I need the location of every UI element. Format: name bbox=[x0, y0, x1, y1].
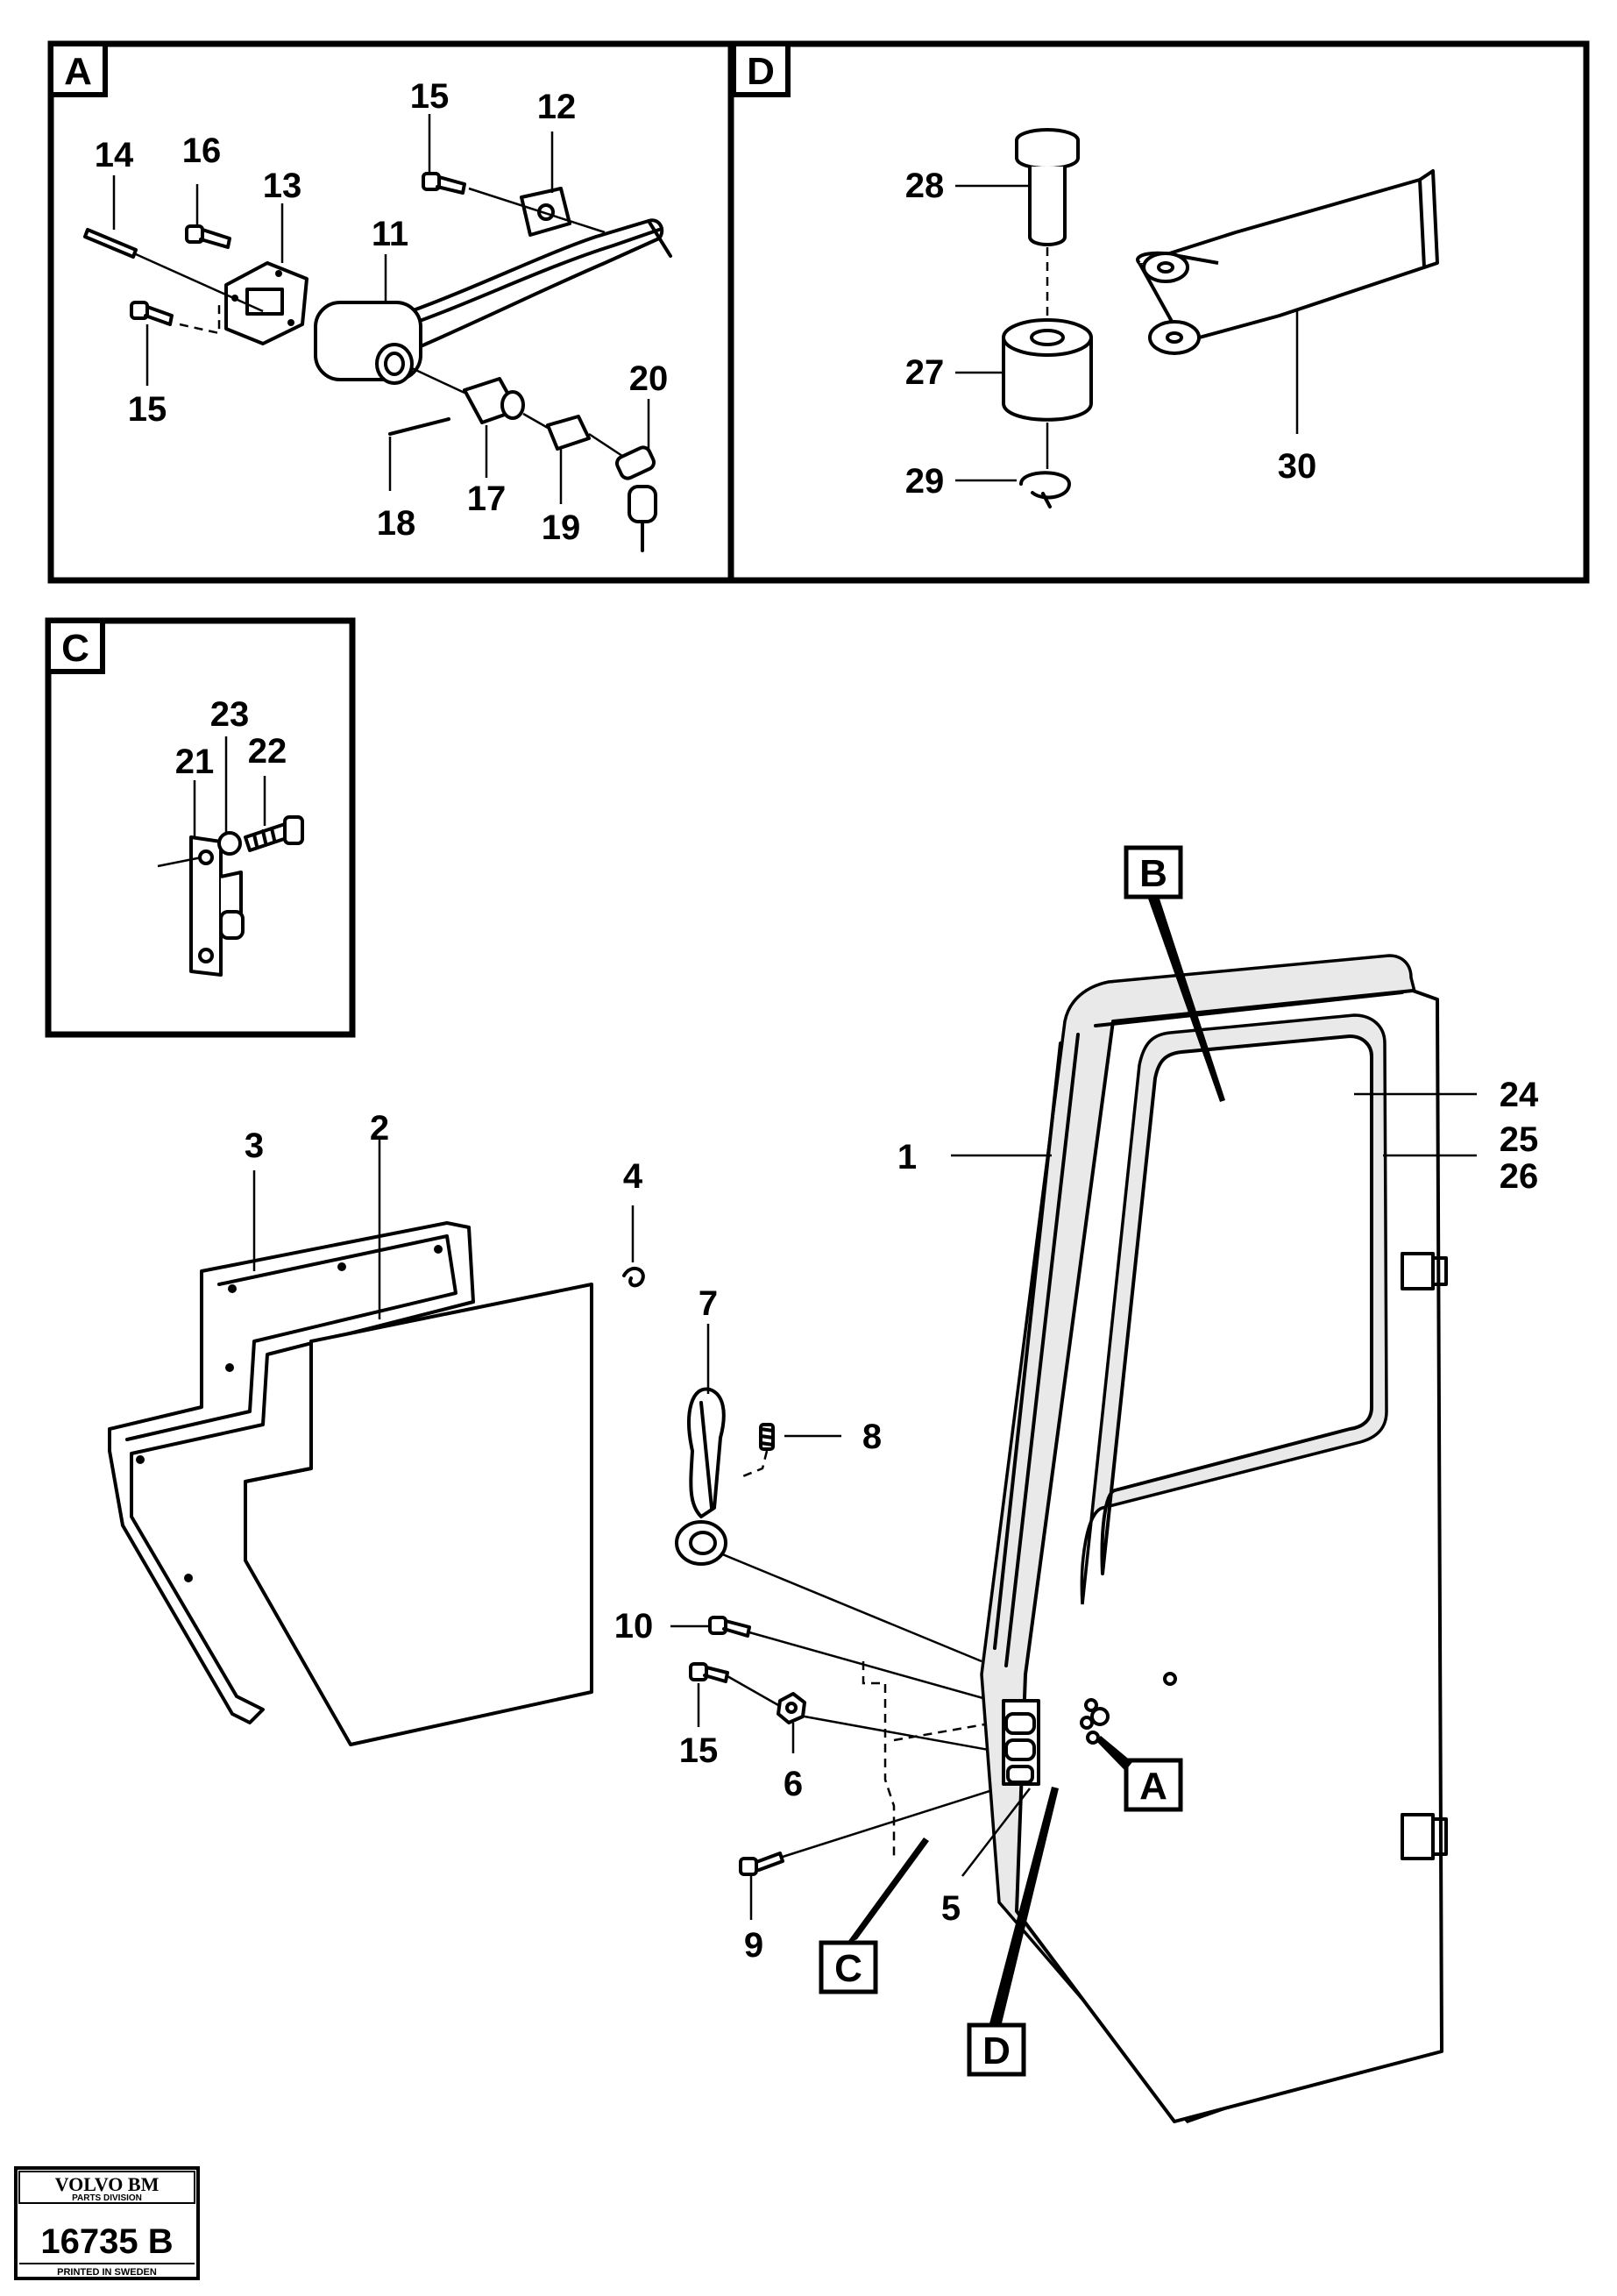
label-7: 7 bbox=[699, 1284, 718, 1323]
striker-plate-21 bbox=[157, 835, 245, 977]
stamp-brand: VOLVO BM bbox=[55, 2173, 160, 2195]
screw-15-top bbox=[422, 172, 466, 195]
label-27: 27 bbox=[905, 353, 945, 392]
callout-c: C bbox=[819, 1838, 929, 1994]
panel-d: D bbox=[727, 40, 1590, 584]
grab-handle-7: 7 bbox=[675, 1284, 982, 1663]
label-15c: 15 bbox=[679, 1731, 719, 1770]
cab-door-1 bbox=[951, 954, 1477, 2124]
screw-10: 10 bbox=[614, 1607, 1009, 1707]
svg-text:B: B bbox=[1139, 852, 1167, 895]
keys-20 bbox=[588, 432, 657, 552]
bracket-12 bbox=[468, 187, 606, 237]
panel-c-tag: C bbox=[61, 627, 89, 670]
clip-4: 4 bbox=[622, 1157, 645, 1288]
label-14: 14 bbox=[95, 136, 134, 174]
stamp-division: PARTS DIVISION bbox=[72, 2193, 142, 2203]
panel-a: A bbox=[47, 40, 734, 584]
washer-23 bbox=[217, 831, 242, 856]
label-23: 23 bbox=[210, 695, 250, 734]
callout-d: D bbox=[967, 1787, 1059, 2077]
insert-19 bbox=[522, 412, 591, 451]
label-5: 5 bbox=[941, 1889, 961, 1928]
circlip-29 bbox=[1019, 471, 1071, 508]
hinge-arm-30 bbox=[1136, 169, 1439, 434]
label-13: 13 bbox=[263, 167, 302, 205]
lock-cylinder-17 bbox=[411, 366, 525, 424]
label-29: 29 bbox=[905, 462, 945, 501]
label-6: 6 bbox=[784, 1765, 803, 1803]
screw-16 bbox=[185, 224, 231, 249]
label-2: 2 bbox=[370, 1109, 389, 1148]
label-1: 1 bbox=[897, 1138, 917, 1176]
cover-panel-2 bbox=[244, 1283, 593, 1746]
label-26: 26 bbox=[1500, 1157, 1539, 1196]
assembly-path bbox=[862, 1661, 896, 1859]
panel-a-tag: A bbox=[64, 50, 92, 93]
label-24: 24 bbox=[1500, 1076, 1539, 1114]
label-21: 21 bbox=[175, 743, 215, 781]
pin-28 bbox=[1015, 128, 1080, 316]
nut-6: 6 bbox=[727, 1674, 1009, 1803]
label-15b: 15 bbox=[128, 390, 167, 429]
pin-18 bbox=[388, 417, 450, 436]
screw-8: 8 bbox=[740, 1418, 882, 1479]
stamp-drawing-number: 16735 B bbox=[40, 2222, 173, 2261]
label-3: 3 bbox=[245, 1127, 264, 1165]
screw-15-left bbox=[130, 301, 221, 335]
label-17: 17 bbox=[467, 480, 507, 518]
cover-panel-3 bbox=[108, 1221, 475, 1724]
panel-d-tag: D bbox=[747, 50, 775, 93]
bracket-13 bbox=[224, 261, 309, 345]
door-handle bbox=[314, 218, 672, 385]
label-30: 30 bbox=[1278, 447, 1317, 486]
panel-c: C 21 23 22 bbox=[45, 617, 356, 1038]
label-15a: 15 bbox=[410, 77, 450, 116]
assembly-path-2 bbox=[893, 1721, 996, 1742]
label-19: 19 bbox=[542, 508, 581, 547]
label-10: 10 bbox=[614, 1607, 654, 1646]
screw-22 bbox=[244, 815, 304, 852]
svg-text:A: A bbox=[1139, 1765, 1167, 1808]
label-28: 28 bbox=[905, 167, 945, 205]
label-18: 18 bbox=[377, 504, 416, 543]
label-9: 9 bbox=[744, 1926, 763, 1965]
callout-a: A bbox=[1096, 1736, 1183, 1812]
bushing-27 bbox=[1002, 318, 1093, 469]
label-22: 22 bbox=[248, 732, 287, 771]
label-11: 11 bbox=[372, 215, 408, 253]
svg-text:C: C bbox=[834, 1947, 862, 1990]
screw-9: 9 bbox=[739, 1778, 1026, 1965]
label-12: 12 bbox=[537, 88, 577, 126]
label-25: 25 bbox=[1500, 1120, 1539, 1159]
label-8: 8 bbox=[862, 1418, 882, 1456]
label-20: 20 bbox=[629, 359, 669, 398]
pin-14 bbox=[83, 228, 264, 313]
label-4: 4 bbox=[623, 1157, 643, 1196]
screw-15-lower: 15 bbox=[679, 1662, 729, 1770]
svg-text:D: D bbox=[982, 2029, 1011, 2072]
label-16: 16 bbox=[182, 132, 222, 170]
stamp-printed: PRINTED IN SWEDEN bbox=[57, 2267, 157, 2278]
volvo-stamp: VOLVO BM PARTS DIVISION 16735 B PRINTED … bbox=[14, 2166, 200, 2280]
callout-b: B bbox=[1124, 845, 1225, 1102]
